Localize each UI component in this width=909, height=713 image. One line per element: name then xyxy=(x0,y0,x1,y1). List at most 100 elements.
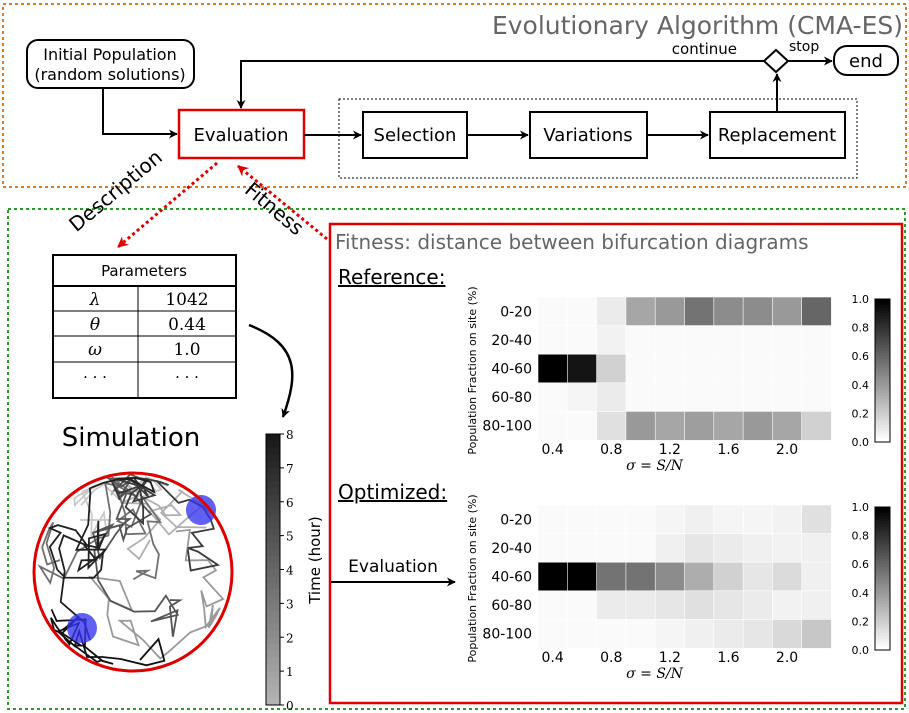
colorbar-segment xyxy=(875,390,890,394)
heatmap-cell xyxy=(625,590,656,621)
time-colorbar-segment xyxy=(266,467,280,476)
parameters-table: Parameters λ 1042 θ 0.44 ω 1.0 · · · · ·… xyxy=(52,254,237,399)
time-colorbar-segment xyxy=(266,603,280,611)
colorbar-segment xyxy=(875,547,890,551)
heatmap-y-axis-label: Population Fraction on site (%) xyxy=(466,494,479,662)
operators-group xyxy=(338,98,858,179)
heatmap-cell xyxy=(566,533,598,563)
heatmap-y-axis-label: Population Fraction on site (%) xyxy=(466,286,479,454)
colorbar-segment xyxy=(875,598,890,602)
colorbar-segment xyxy=(875,304,890,309)
heatmap-cell xyxy=(566,296,598,327)
fitness-panel xyxy=(328,222,904,705)
heatmap-cell xyxy=(713,533,744,563)
time-colorbar-segment xyxy=(266,461,280,469)
heatmap-cell xyxy=(596,590,627,621)
heatmap-cell xyxy=(684,504,715,535)
param-val-omega: 1.0 xyxy=(173,340,200,360)
colorbar-segment xyxy=(875,299,890,303)
heatmap-cell xyxy=(654,296,686,327)
colorbar-tick: 0.8 xyxy=(852,322,870,335)
colorbar-segment xyxy=(875,509,890,514)
colorbar-segment xyxy=(875,313,890,317)
time-tick-label: 2 xyxy=(286,631,294,645)
colorbar-segment xyxy=(875,527,890,531)
heatmap-cell xyxy=(596,353,627,384)
colorbar-segment xyxy=(875,567,890,571)
colorbar-segment xyxy=(875,595,890,600)
time-colorbar-segment xyxy=(266,623,280,631)
heatmap-cell xyxy=(625,619,656,649)
time-colorbar-segment xyxy=(266,684,280,692)
time-axis-label: Time (hour) xyxy=(306,516,324,605)
heatmap-cell xyxy=(566,411,598,441)
heatmap-cell xyxy=(713,325,744,355)
heatmap-cell xyxy=(654,353,686,384)
colorbar-segment xyxy=(875,561,890,565)
colorbar-segment xyxy=(875,529,890,534)
colorbar-segment xyxy=(875,512,890,517)
simulation-frame xyxy=(7,208,906,710)
heatmap-row-label: 80-100 xyxy=(482,627,532,643)
heatmap-cell xyxy=(625,561,656,592)
heatmap-cell xyxy=(772,411,803,441)
colorbar-tick: 0.2 xyxy=(852,407,870,420)
trajectory-path xyxy=(50,608,166,667)
param-sym-more: · · · xyxy=(83,368,107,386)
heatmap-cell xyxy=(625,504,656,535)
colorbar-segment xyxy=(875,350,890,354)
heatmap-cell xyxy=(596,296,627,327)
agent-marker xyxy=(67,613,97,643)
arrow-initial-to-evaluation xyxy=(102,88,178,139)
heatmap-cell xyxy=(772,619,803,649)
time-colorbar-segment xyxy=(266,569,280,577)
colorbar-segment xyxy=(875,615,890,620)
heatmap-cell xyxy=(596,411,627,441)
colorbar-segment xyxy=(875,347,890,351)
colorbar-segment xyxy=(875,524,890,528)
heatmap-cell xyxy=(596,382,627,413)
ea-frame xyxy=(2,3,907,188)
heatmap-x-tick: 1.6 xyxy=(717,650,739,666)
colorbar-segment xyxy=(875,384,890,389)
time-colorbar-segment xyxy=(266,488,280,496)
colorbar-segment xyxy=(875,341,890,346)
heatmap-row-label: 20-40 xyxy=(491,541,532,557)
heatmap-cell xyxy=(537,533,569,563)
heatmap-cell xyxy=(654,561,686,592)
colorbar-segment xyxy=(875,624,890,628)
heatmap-cell xyxy=(713,504,744,535)
heatmap-cell xyxy=(566,325,598,355)
colorbar-segment xyxy=(875,569,890,574)
colorbar-segment xyxy=(875,427,890,432)
time-colorbar-segment xyxy=(266,677,280,686)
fitness-panel-title: Fitness: distance between bifurcation di… xyxy=(335,230,809,254)
colorbar-segment xyxy=(875,361,890,366)
heatmap-cell xyxy=(566,619,598,649)
colorbar-segment xyxy=(875,564,890,568)
colorbar-segment xyxy=(875,421,890,426)
heatmap-cell xyxy=(566,382,598,413)
time-colorbar-segment xyxy=(266,562,280,570)
heatmap-x-axis-label: σ = S/N xyxy=(626,458,683,474)
heatmap-cell xyxy=(713,561,744,592)
colorbar-segment xyxy=(875,604,890,608)
heatmap-cell xyxy=(654,325,686,355)
colorbar-segment xyxy=(875,356,890,360)
replacement-label: Replacement xyxy=(718,125,836,146)
description-link-arrow xyxy=(117,161,218,249)
colorbar-segment xyxy=(875,541,890,545)
heatmap-cell xyxy=(772,561,803,592)
heatmap-x-tick: 1.2 xyxy=(659,442,681,458)
colorbar-segment xyxy=(875,359,890,363)
heatmap-cell xyxy=(537,590,569,621)
param-val-more: · · · xyxy=(175,368,199,386)
colorbar-segment xyxy=(875,310,890,314)
colorbar-frame xyxy=(874,506,891,651)
continue-label: continue xyxy=(672,40,737,58)
heatmap-cell xyxy=(596,619,627,649)
heatmap-row-label: 80-100 xyxy=(482,419,532,435)
heatmap-cell xyxy=(801,296,832,327)
time-colorbar-segment xyxy=(266,664,280,672)
